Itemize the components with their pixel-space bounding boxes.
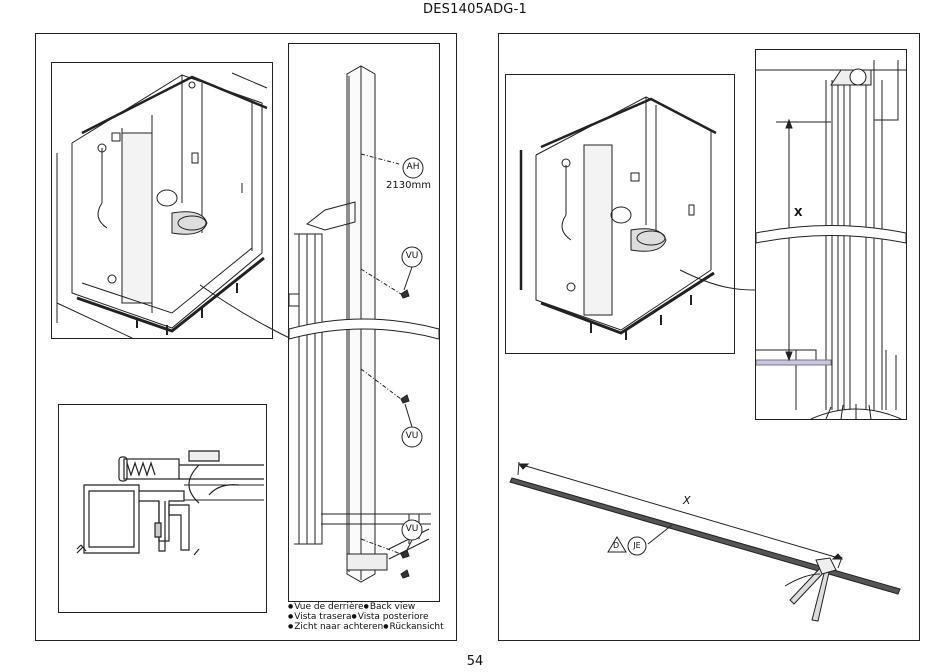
measurement-detail-box: X [755, 49, 907, 420]
callout-vu-tag-3: VU [405, 524, 419, 534]
callout-ah-length: 2130mm [386, 180, 431, 191]
cabin-isometric-illustration-right [519, 96, 717, 340]
dimension-x-lower: X [683, 494, 691, 507]
callout-ah-tag: AH [406, 162, 420, 172]
callout-vu-tag-2: VU [405, 431, 419, 441]
vertical-profile-illustration [289, 65, 439, 583]
profile-cross-section [76, 450, 264, 556]
cabin-isometric-illustration [56, 72, 268, 338]
je-tag-label: JE [633, 541, 641, 550]
page-number: 54 [466, 654, 484, 669]
cabin-overview-box-left [51, 62, 273, 339]
triangle-tag-label: D [613, 541, 620, 550]
caption-it: Vista posteriore [352, 612, 429, 622]
callout-ah-circle [402, 157, 424, 179]
callout-vu-tag-1: VU [405, 251, 419, 261]
dimension-x-upper: X [794, 206, 803, 219]
profile-section-detail-box [58, 404, 267, 613]
caption-de: Rückansicht [383, 622, 443, 632]
caption-es: Vista trasera [288, 612, 352, 622]
profile-back-view-box: AH 2130mm VU VU VU [288, 43, 440, 602]
back-view-caption: Vue de derrièreBack view Vista traseraVi… [288, 602, 444, 632]
caption-fr: Vue de derrière [288, 602, 364, 612]
document-code: DES1405ADG-1 [423, 2, 527, 17]
caption-nl: Zicht naar achteren [288, 622, 383, 632]
caption-en: Back view [364, 602, 416, 612]
measurement-illustration [756, 60, 906, 419]
cabin-overview-box-right [505, 74, 735, 354]
